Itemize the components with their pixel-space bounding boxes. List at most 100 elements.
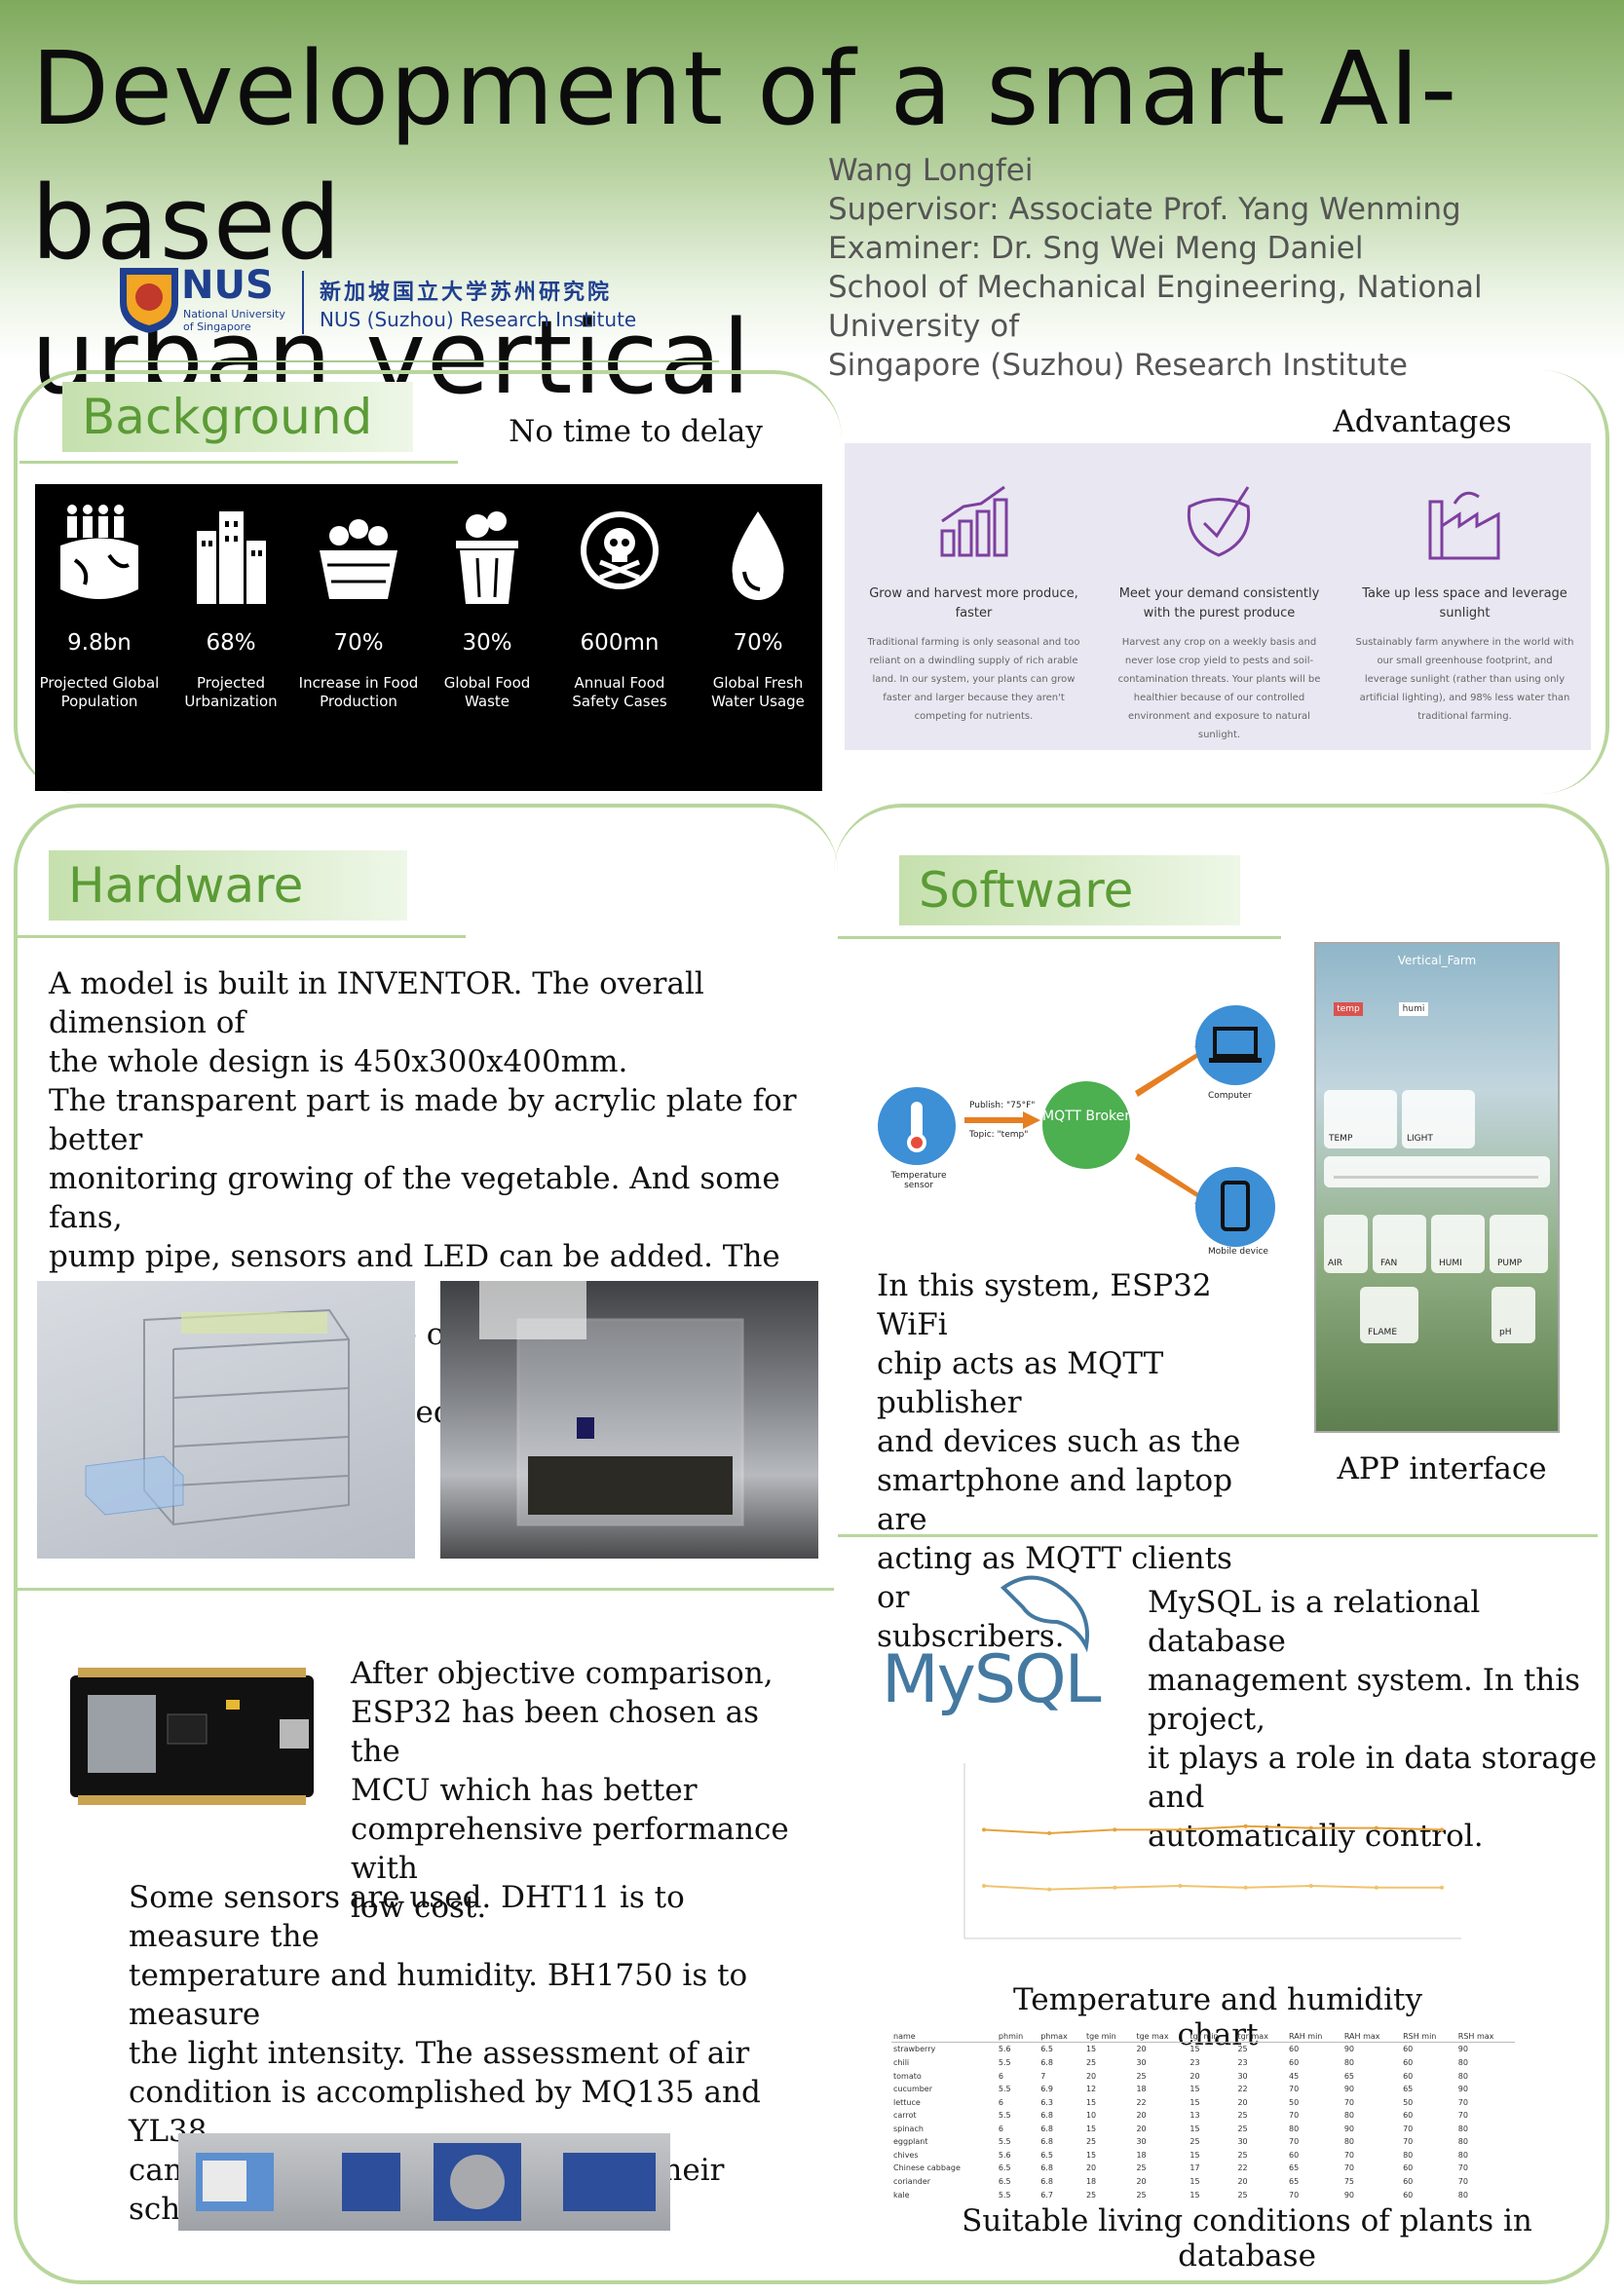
- stats-strip: 9.8bn Projected Global Population 68% Pr…: [35, 484, 822, 791]
- table-cell: 25: [1237, 2150, 1248, 2160]
- card-label: TEMP: [1329, 1134, 1353, 1144]
- esp32-board-icon: [70, 1668, 314, 1805]
- table-cell: 80: [1343, 2137, 1354, 2147]
- card-label: HUMI: [1439, 1259, 1462, 1268]
- mysql-logo: MySQL: [882, 1641, 1101, 1718]
- table-cell: 70: [1457, 2111, 1468, 2121]
- data-point-temp: [1047, 1831, 1052, 1835]
- text-line: the whole design is 450x300x400mm.: [49, 1044, 628, 1079]
- table-cell: 25: [1136, 2190, 1147, 2200]
- nus-sub-2: of Singapore: [183, 320, 251, 333]
- app-tab-temp[interactable]: temp: [1334, 1002, 1363, 1016]
- text-line: monitoring growing of the vegetable. And…: [49, 1161, 780, 1235]
- advantage-item: Take up less space and leverage sunlight…: [1345, 443, 1584, 750]
- table-cell: 15: [1085, 2150, 1097, 2160]
- table-cell: 90: [1343, 2085, 1354, 2094]
- table-cell: spinach: [893, 2124, 924, 2133]
- text-line: subscribers.: [877, 1619, 1065, 1654]
- table-cell: 30: [1237, 2137, 1248, 2147]
- table-cell: 80: [1457, 2150, 1468, 2160]
- card-label: FAN: [1380, 1259, 1398, 1268]
- sensor-label: Temperature sensor: [890, 1171, 947, 1190]
- table-cell: 20: [1085, 2071, 1097, 2081]
- table-cell: 70: [1343, 2150, 1354, 2160]
- app-fan-button[interactable]: FAN: [1373, 1215, 1426, 1273]
- data-point-humi: [1243, 1885, 1248, 1890]
- subscribe-arrows-icon: [1135, 1044, 1213, 1206]
- table-cell: 90: [1457, 2085, 1468, 2094]
- table-cell: cucumber: [893, 2085, 933, 2094]
- table-cell: 60: [1403, 2163, 1414, 2173]
- table-cell: 20: [1136, 2045, 1147, 2054]
- app-flame-card: FLAME: [1360, 1287, 1418, 1343]
- table-cell: 30: [1237, 2071, 1248, 2081]
- table-cell: 5.6: [998, 2045, 1011, 2054]
- table-cell: 15: [1085, 2097, 1097, 2107]
- stat-label: Projected Global Population: [39, 674, 160, 710]
- card-label: PUMP: [1497, 1259, 1523, 1268]
- publish-arrow-icon: [964, 1111, 1040, 1129]
- software-title: Software: [899, 855, 1240, 925]
- table-cell: 65: [1289, 2163, 1300, 2173]
- table-cell: 17: [1190, 2163, 1200, 2173]
- hardware-title: Hardware: [49, 850, 407, 921]
- table-cell: 80: [1403, 2150, 1414, 2160]
- advantage-item: Grow and harvest more produce, faster Tr…: [854, 443, 1093, 750]
- table-cell: 15: [1190, 2150, 1200, 2160]
- advantage-text: Traditional farming is only seasonal and…: [867, 637, 1080, 722]
- table-cell: 90: [1343, 2124, 1354, 2133]
- institute-name-cn: 新加坡国立大学苏州研究院: [320, 281, 613, 305]
- basket-icon: [320, 519, 397, 599]
- temperature-humidity-chart: [963, 1763, 1461, 1939]
- table-cell: 90: [1457, 2045, 1468, 2054]
- app-tab-humi[interactable]: humi: [1399, 1002, 1428, 1016]
- table-cell: 25: [1085, 2190, 1097, 2200]
- table-cell: 65: [1343, 2071, 1354, 2081]
- table-cell: 70: [1289, 2085, 1300, 2094]
- table-cell: 90: [1343, 2045, 1354, 2054]
- app-led-slider[interactable]: [1324, 1156, 1550, 1187]
- column-header: name: [891, 2031, 997, 2043]
- table-cell: 22: [1237, 2163, 1248, 2173]
- broker-label: MQTT Broker: [1042, 1109, 1131, 1124]
- data-point-humi: [1178, 1884, 1183, 1888]
- data-point-temp: [1113, 1827, 1117, 1832]
- table-cell: 6.8: [1040, 2137, 1053, 2147]
- text-line: it plays a role in data storage and: [1148, 1741, 1598, 1815]
- table-cell: 80: [1457, 2057, 1468, 2067]
- column-header: RAH max: [1341, 2031, 1402, 2043]
- table-cell: 20: [1136, 2124, 1147, 2133]
- table-cell: 70: [1343, 2163, 1354, 2173]
- table-cell: 80: [1289, 2124, 1300, 2133]
- table-cell: 13: [1190, 2111, 1200, 2121]
- table-cell: 60: [1403, 2071, 1414, 2081]
- table-cell: 25: [1085, 2137, 1097, 2147]
- table-cell: 80: [1457, 2137, 1468, 2147]
- table-cell: 5.5: [998, 2190, 1011, 2200]
- app-temp-card: TEMP: [1324, 1090, 1397, 1148]
- bar-chart-icon: [940, 485, 1008, 557]
- app-pump-button[interactable]: PUMP: [1490, 1215, 1548, 1273]
- table-cell: 65: [1403, 2085, 1414, 2094]
- table-caption: Suitable living conditions of plants in …: [962, 2203, 1532, 2274]
- factory-icon: [1428, 491, 1500, 560]
- stat-value: 9.8bn: [67, 630, 132, 656]
- table-cell: 6.7: [1040, 2190, 1053, 2200]
- table-cell: 20: [1136, 2111, 1147, 2121]
- laptop-icon: [1209, 1027, 1262, 1063]
- column-header: RSH max: [1455, 2031, 1515, 2043]
- app-air-card: AIR: [1324, 1215, 1368, 1273]
- bin-icon: [456, 511, 518, 604]
- column-header: tge min: [1083, 2031, 1135, 2043]
- water-drop-icon: [732, 511, 784, 600]
- column-header: phmin: [996, 2031, 1039, 2043]
- table-cell: 5.5: [998, 2137, 1011, 2147]
- table-cell: 5.5: [998, 2111, 1011, 2121]
- table-cell: 6.8: [1040, 2124, 1053, 2133]
- table-cell: 15: [1190, 2177, 1200, 2187]
- table-cell: chili: [893, 2057, 910, 2067]
- card-label: LIGHT: [1407, 1134, 1433, 1144]
